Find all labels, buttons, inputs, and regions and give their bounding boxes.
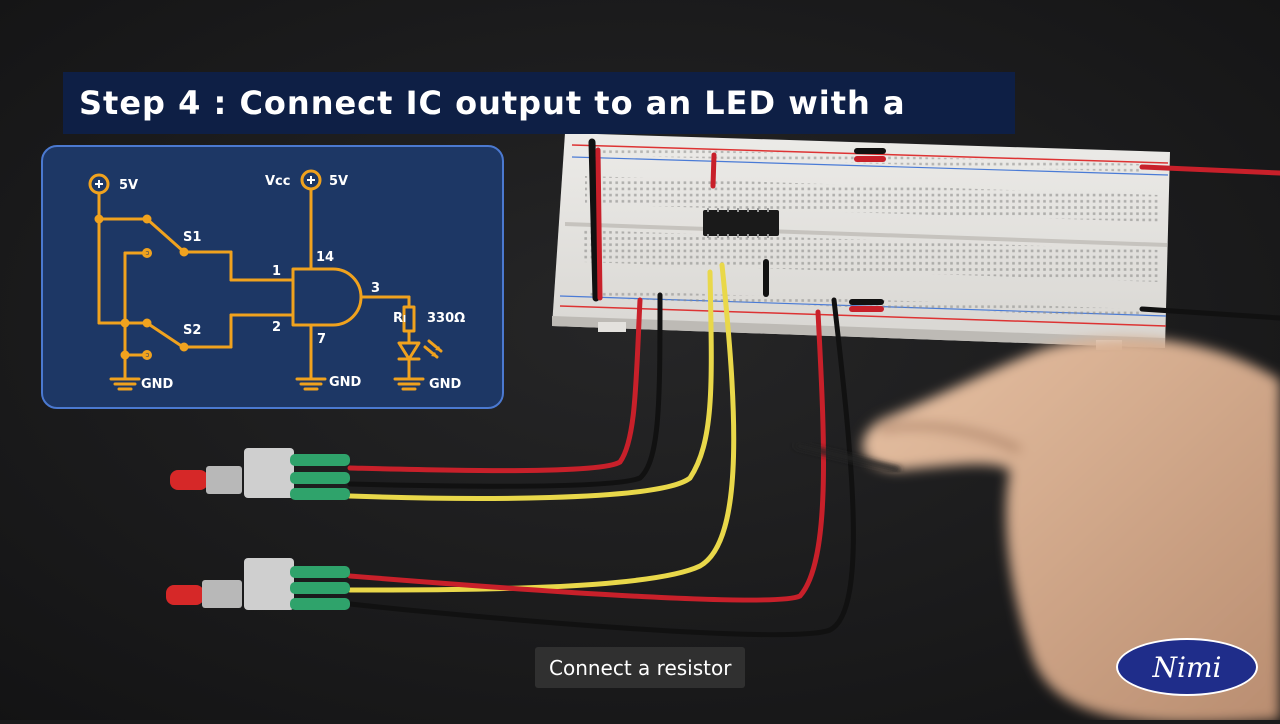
schematic-drawing <box>88 169 443 391</box>
nimi-logo: Nimi <box>1116 638 1258 696</box>
resistor-label: Rl <box>393 311 407 326</box>
jumper-wires <box>588 138 1280 321</box>
resistor-lead <box>794 442 901 473</box>
pin-7-label: 7 <box>317 332 327 347</box>
ground-label-middle: GND <box>329 375 362 390</box>
pin-2-label: 2 <box>272 320 282 335</box>
hand <box>862 337 1280 724</box>
vcc-label: Vcc <box>265 174 291 189</box>
supply-voltage-label: 5V <box>119 178 139 193</box>
logo-text: Nimi <box>1152 650 1222 684</box>
caption-text: Connect a resistor <box>549 655 732 680</box>
toggle-switch-1 <box>170 448 350 500</box>
pin-14-label: 14 <box>316 250 335 265</box>
switch-s1-label: S1 <box>183 230 202 245</box>
circuit-schematic: 5V Vcc 5V S1 S2 1 2 3 7 14 Rl 330Ω GND G… <box>41 145 504 409</box>
step-title-banner: Step 4 : Connect IC output to an LED wit… <box>63 72 1015 134</box>
resistor-value-label: 330Ω <box>427 311 466 326</box>
toggle-switch-2 <box>166 558 350 610</box>
pin-1-label: 1 <box>272 264 282 279</box>
subtitle-caption: Connect a resistor <box>535 647 746 688</box>
switch-s2-label: S2 <box>183 323 202 338</box>
pin-3-label: 3 <box>371 281 381 296</box>
ground-label-left: GND <box>141 377 174 392</box>
vcc-voltage-label: 5V <box>329 174 349 189</box>
ground-label-right: GND <box>429 377 462 392</box>
step-title: Step 4 : Connect IC output to an LED wit… <box>79 84 906 122</box>
switch-wires <box>347 262 856 638</box>
breadboard <box>552 133 1170 350</box>
ic-chip <box>703 210 779 236</box>
